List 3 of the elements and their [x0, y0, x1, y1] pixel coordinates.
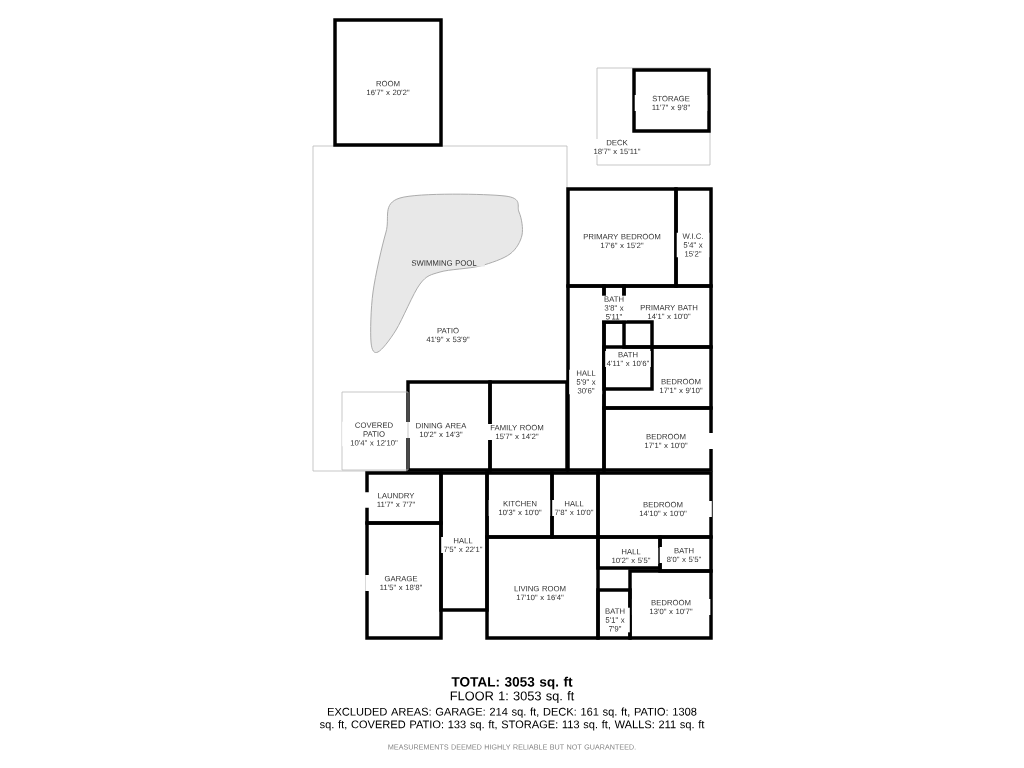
- excluded-areas: EXCLUDED AREAS: GARAGE: 214 sq. ft, DECK: 161 sq. ft, PATIO: 1308 sq. ft, COVERED PATIO: 133 sq. ft, STORAGE: 113 sq. ft, WALLS: 211 sq. ft: [319, 707, 705, 731]
- summary-total: TOTAL: 3053 sq. ft: [451, 676, 573, 690]
- floor-area: FLOOR 1: 3053 sq. ft: [450, 691, 575, 703]
